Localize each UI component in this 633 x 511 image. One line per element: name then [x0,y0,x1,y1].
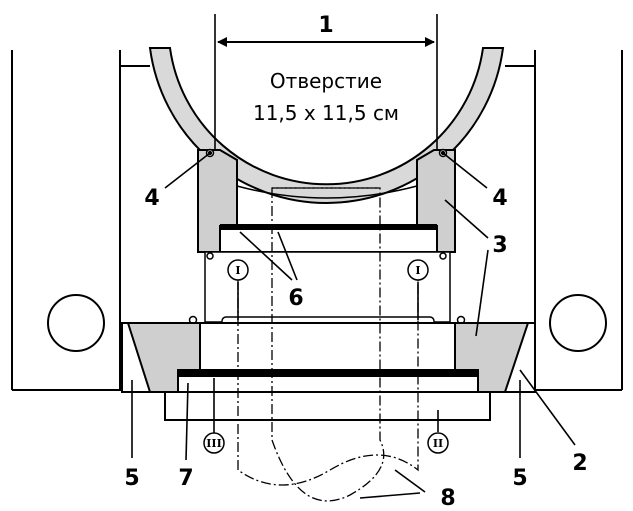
hole-caption-line2: 11,5 x 11,5 см [253,101,399,125]
label-6: 6 [288,286,303,311]
label-1: 1 [318,13,333,38]
roman-marker-iii: III [203,432,225,454]
roman-marker-right-i: I [407,259,429,281]
label-7: 7 [178,466,193,491]
lower-seal-strip [178,370,478,377]
left-round-post [47,294,105,352]
label-5-right: 5 [512,466,527,491]
upper-seal-strip [220,224,437,230]
dashdot-outlines [237,187,419,502]
screws [188,148,466,325]
label-5-left: 5 [124,466,139,491]
label-3: 3 [492,233,507,258]
svg-text:I: I [415,264,420,277]
leader-lines [131,152,576,499]
inner-thin-arc [236,185,418,199]
label-4-right: 4 [492,186,507,211]
curved-tube [148,47,505,204]
svg-text:III: III [206,437,221,450]
label-4-left: 4 [144,186,159,211]
svg-text:II: II [433,437,443,450]
svg-text:I: I [235,264,240,277]
right-round-post [549,294,607,352]
hole-caption-line1: Отверстие [270,69,382,93]
roman-marker-ii: II [427,432,449,454]
label-8: 8 [440,486,455,511]
label-2: 2 [572,451,587,476]
roman-marker-left-i: I [227,259,249,281]
dimension-guides [214,14,438,150]
